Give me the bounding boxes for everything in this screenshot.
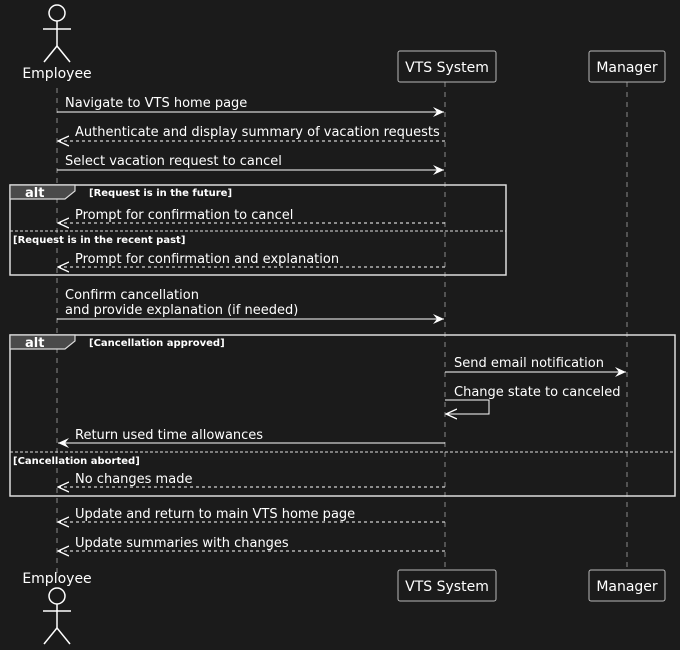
actor-employee-bottom: Employee xyxy=(22,571,92,645)
message-label-1: Navigate to VTS home page xyxy=(65,96,247,111)
stick-figure-icon xyxy=(43,4,71,63)
alt-fragment-2-keyword: alt xyxy=(25,336,44,351)
alt-fragment-1-guard-2: [Request is in the recent past] xyxy=(13,235,185,246)
message-label-11: Update and return to main VTS home page xyxy=(75,507,355,522)
participant-manager-top: Manager xyxy=(588,50,666,83)
participant-label-vts-bottom: VTS System xyxy=(405,579,489,595)
participant-vts-top: VTS System xyxy=(397,50,497,83)
alt-fragment-1: alt [Request is in the future] [Request … xyxy=(9,184,507,276)
actor-label-employee-top: Employee xyxy=(22,66,91,82)
participant-manager-bottom: Manager xyxy=(588,569,666,602)
alt-fragment-1-guard-1: [Request is in the future] xyxy=(89,188,232,199)
message-label-12: Update summaries with changes xyxy=(75,536,289,551)
message-label-7: Send email notification xyxy=(454,356,604,371)
actor-employee-top: Employee xyxy=(22,4,92,82)
message-label-2: Authenticate and display summary of vaca… xyxy=(75,125,440,140)
message-arrow-8 xyxy=(445,399,490,414)
message-label-4: Prompt for confirmation to cancel xyxy=(75,208,293,223)
participant-label-manager-top: Manager xyxy=(596,60,658,76)
message-label-6-line-2: and provide explanation (if needed) xyxy=(65,303,298,318)
stick-figure-icon xyxy=(43,587,71,645)
alt-fragment-2-guard-1: [Cancellation approved] xyxy=(89,338,225,349)
message-label-6-line-1: Confirm cancellation xyxy=(65,288,199,303)
participant-label-manager-bottom: Manager xyxy=(596,579,658,595)
message-label-8: Change state to canceled xyxy=(454,385,621,400)
actor-label-employee-bottom: Employee xyxy=(22,571,91,587)
message-label-5: Prompt for confirmation and explanation xyxy=(75,252,339,267)
message-label-9: Return used time allowances xyxy=(75,428,263,443)
message-label-3: Select vacation request to cancel xyxy=(65,154,282,169)
participant-label-vts-top: VTS System xyxy=(405,60,489,76)
participant-vts-bottom: VTS System xyxy=(397,569,497,602)
alt-fragment-2-guard-2: [Cancellation aborted] xyxy=(13,456,140,467)
alt-fragment-2: alt [Cancellation approved] [Cancellatio… xyxy=(9,334,676,497)
alt-fragment-1-keyword: alt xyxy=(25,186,44,201)
message-label-10: No changes made xyxy=(75,472,192,487)
